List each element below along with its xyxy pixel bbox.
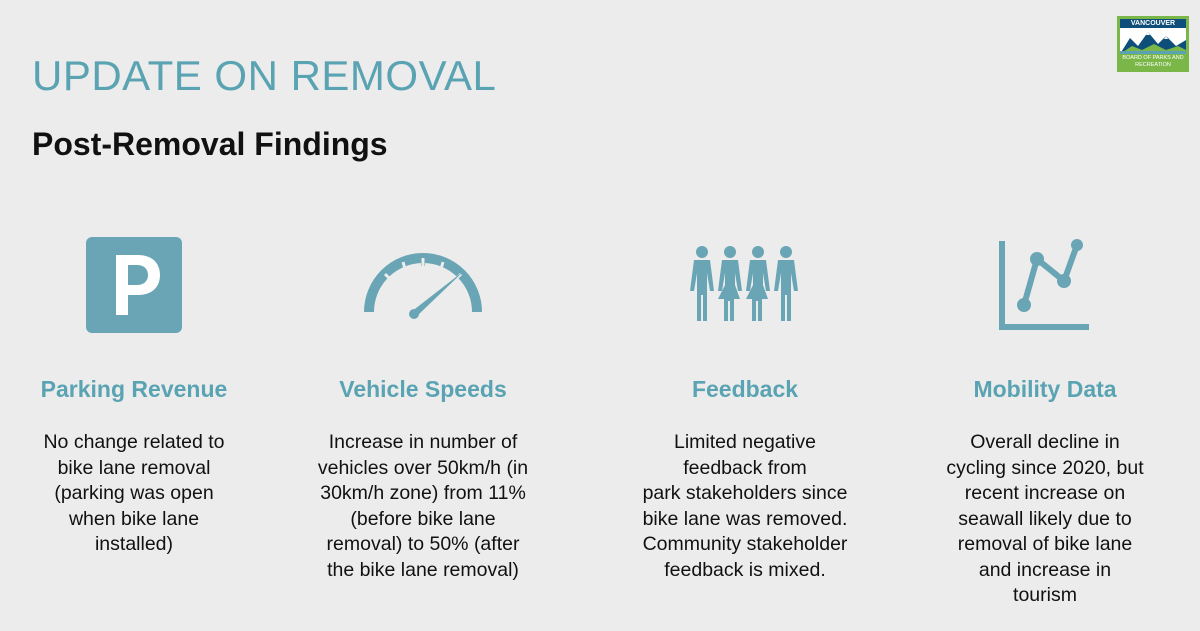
people-icon <box>690 246 798 321</box>
mountain-logo-icon <box>1120 28 1186 54</box>
logo-bottom-text: BOARD OF PARKS AND RECREATION <box>1120 54 1186 69</box>
line-chart-icon <box>999 239 1089 330</box>
finding-body: Limited negative feedback from park stak… <box>642 431 848 581</box>
parking-icon <box>86 237 182 333</box>
finding-vehicle-speeds: Vehicle Speeds Increase in number of veh… <box>293 225 553 581</box>
slide-subtitle: Post-Removal Findings <box>32 126 388 162</box>
finding-title: Feedback <box>691 376 799 402</box>
finding-body: Increase in number of vehicles over 50km… <box>317 431 529 581</box>
finding-mobility-data: Mobility Data Overall decline in cycling… <box>915 225 1175 606</box>
finding-body: Overall decline in cycling since 2020, b… <box>946 431 1144 606</box>
finding-title: Vehicle Speeds <box>339 376 507 402</box>
speedometer-icon <box>364 253 482 319</box>
vancouver-parks-logo: VANCOUVER BOARD OF PARKS AND RECREATION <box>1117 16 1189 72</box>
logo-top-text: VANCOUVER <box>1120 19 1186 28</box>
finding-title: Mobility Data <box>973 376 1117 402</box>
finding-feedback: Feedback Limited negative feedback from … <box>615 225 875 581</box>
slide-title: UPDATE ON REMOVAL <box>32 52 497 99</box>
finding-title: Parking Revenue <box>40 376 228 402</box>
finding-body: No change related to bike lane removal (… <box>43 431 225 555</box>
finding-parking-revenue: Parking Revenue No change related to bik… <box>4 225 264 555</box>
